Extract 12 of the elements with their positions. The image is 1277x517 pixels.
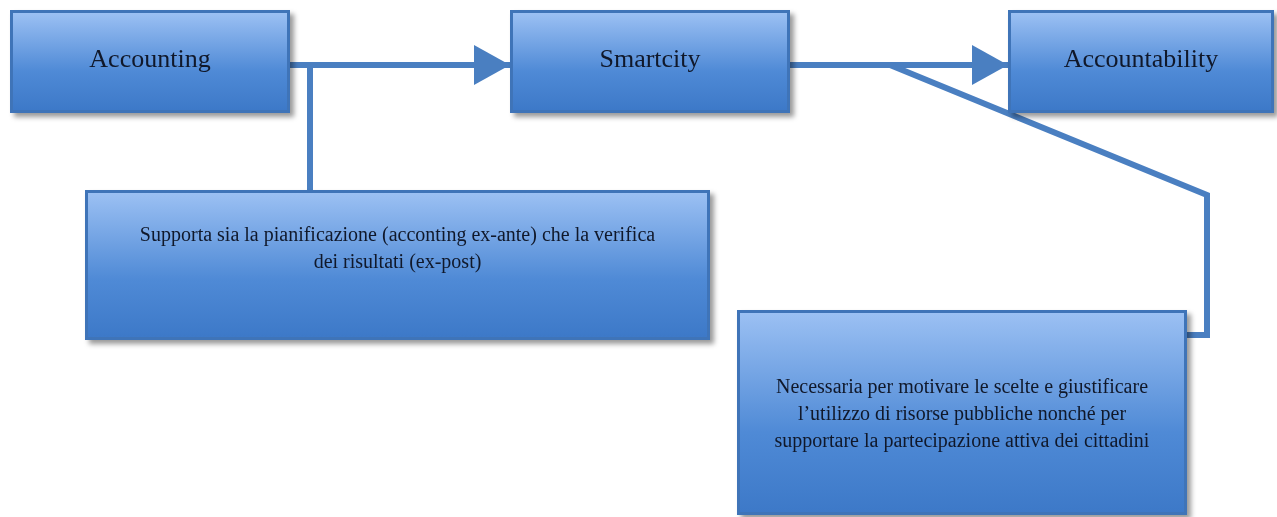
note-text: Necessaria per motivare le scelte e giustificare l’utilizzo di risorse pubbliche nonché per supportare la partecipazione attiva dei cittadini (773, 374, 1151, 454)
process-box (1008, 10, 1274, 113)
connector-line (790, 62, 1210, 338)
process-box (10, 10, 290, 113)
box-label: Accounting (89, 43, 211, 75)
box-label: Accountability (1063, 43, 1219, 75)
box-label: Smartcity (599, 43, 701, 75)
connector-line (290, 62, 313, 190)
note-text: Supporta sia la pianificazione (acconting ex-ante) che la verifica dei risultati (ex-post) (138, 222, 657, 275)
note-box (85, 190, 710, 340)
process-box (510, 10, 790, 113)
note-box (737, 310, 1187, 515)
